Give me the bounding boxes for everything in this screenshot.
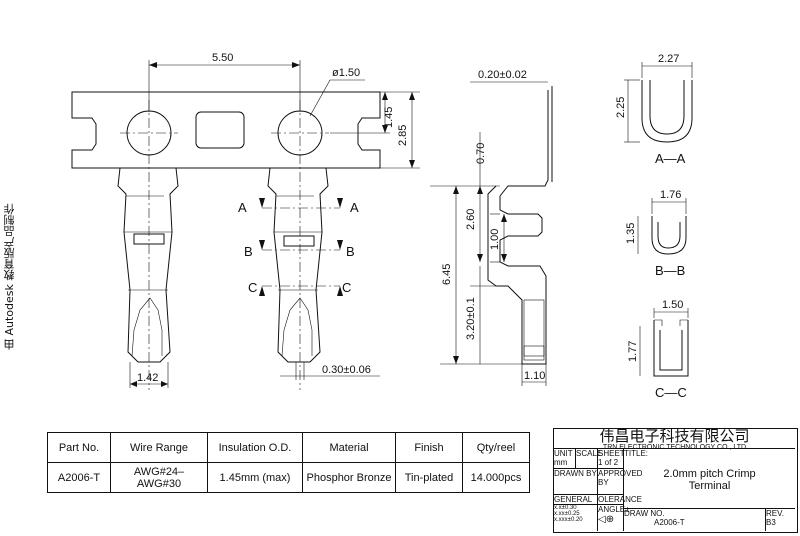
- spec-header: Qty/reel: [462, 432, 530, 463]
- dim-side-320: 3.20±0.1: [465, 297, 477, 340]
- side-view: [430, 81, 553, 386]
- drawn-by-label: DRAWN BY: [554, 469, 597, 478]
- tol-1: x.x±0.30: [554, 505, 577, 511]
- spec-table: Part No. Wire Range Insulation O.D. Mate…: [47, 432, 530, 493]
- company-en: TRN ELECTRONIC TECHNOLOGY CO., LTD: [602, 444, 747, 451]
- dim-aa-w: 2.27: [658, 53, 679, 65]
- section-mark-a-right: A: [350, 200, 359, 215]
- terminal-left: [117, 167, 179, 388]
- section-cc-label: C—C: [655, 385, 687, 400]
- approved-by-label: APPROVED BY: [598, 469, 643, 487]
- section-aa-shape: [624, 62, 693, 143]
- drawing-title: 2.0mm pitch Crimp Terminal: [663, 468, 756, 492]
- dim-bb-h: 1.35: [625, 223, 637, 244]
- tol-3: x.xxx±0.20: [554, 517, 583, 523]
- dim-side-100: 1.00: [489, 229, 501, 250]
- section-cc-shape: [639, 308, 689, 377]
- spec-header: Insulation O.D.: [207, 432, 303, 463]
- spec-cell: Tin-plated: [395, 462, 463, 493]
- dim-aa-h: 2.25: [615, 97, 627, 118]
- sheet-label: SHEET: [598, 449, 625, 458]
- sheet-value: 1 of 2: [598, 458, 619, 467]
- dim-side-110: 1.10: [524, 370, 545, 382]
- company-cn: 伟昌电子科技有限公司: [599, 427, 750, 445]
- spec-cell: Phosphor Bronze: [302, 462, 396, 493]
- section-mark-b-right: B: [346, 244, 355, 259]
- terminal-right: [259, 167, 380, 380]
- section-mark-a-left: A: [238, 200, 247, 215]
- tol-2: x.xx±0.25: [554, 511, 580, 517]
- section-mark-c-right: C: [342, 280, 351, 295]
- spec-cell: AWG#24–AWG#30: [110, 462, 208, 493]
- dim-cc-h: 1.77: [627, 341, 639, 362]
- spec-header: Wire Range: [110, 432, 208, 463]
- section-mark-c-left: C: [248, 280, 257, 295]
- scale-label: SCALE: [576, 449, 603, 458]
- dim-pitch: 5.50: [212, 52, 233, 64]
- dim-side-top: 0.20±0.02: [478, 69, 527, 81]
- carrier-strip: [71, 60, 420, 390]
- projection-symbol-icon: ◁⊕: [598, 514, 615, 525]
- title-block: 伟昌电子科技有限公司 TRN ELECTRONIC TECHNOLOGY CO.…: [553, 428, 798, 533]
- dim-thickness: 0.30±0.06: [322, 364, 371, 376]
- spec-header: Finish: [395, 432, 463, 463]
- dim-hole-h: 1.45: [383, 107, 395, 128]
- spec-cell: 1.45mm (max): [207, 462, 303, 493]
- rev-value: B3: [766, 518, 776, 527]
- draw-no: A2006-T: [654, 518, 685, 527]
- dim-carrier-h: 2.85: [397, 125, 409, 146]
- dim-side-070: 0.70: [475, 143, 487, 164]
- spec-cell: 14.000pcs: [462, 462, 530, 493]
- section-bb-shape: [637, 198, 687, 255]
- dim-bb-w: 1.76: [660, 189, 681, 201]
- rev-label: REV.: [766, 509, 784, 518]
- section-bb-label: B—B: [655, 263, 685, 278]
- dim-cc-w: 1.50: [662, 299, 683, 311]
- draw-no-label: DRAW NO.: [624, 509, 665, 518]
- section-aa-label: A—A: [655, 151, 686, 166]
- title-label: TITLE:: [624, 449, 649, 458]
- dim-width-bottom: 1.42: [137, 372, 158, 384]
- spec-header: Material: [302, 432, 396, 463]
- general-label: GENERAL: [554, 495, 597, 505]
- unit-label: UNIT: [554, 449, 573, 458]
- dim-side-645: 6.45: [441, 264, 453, 285]
- unit-value: mm: [554, 458, 568, 467]
- spec-header: Part No.: [47, 432, 111, 463]
- spec-cell: A2006-T: [47, 462, 111, 493]
- dim-hole-dia: ø1.50: [332, 67, 360, 79]
- angle-label: ANGLE±: [598, 505, 630, 514]
- section-mark-b-left: B: [244, 244, 253, 259]
- tolerance-label: OLERANCE: [598, 495, 643, 505]
- dim-side-260: 2.60: [465, 209, 477, 230]
